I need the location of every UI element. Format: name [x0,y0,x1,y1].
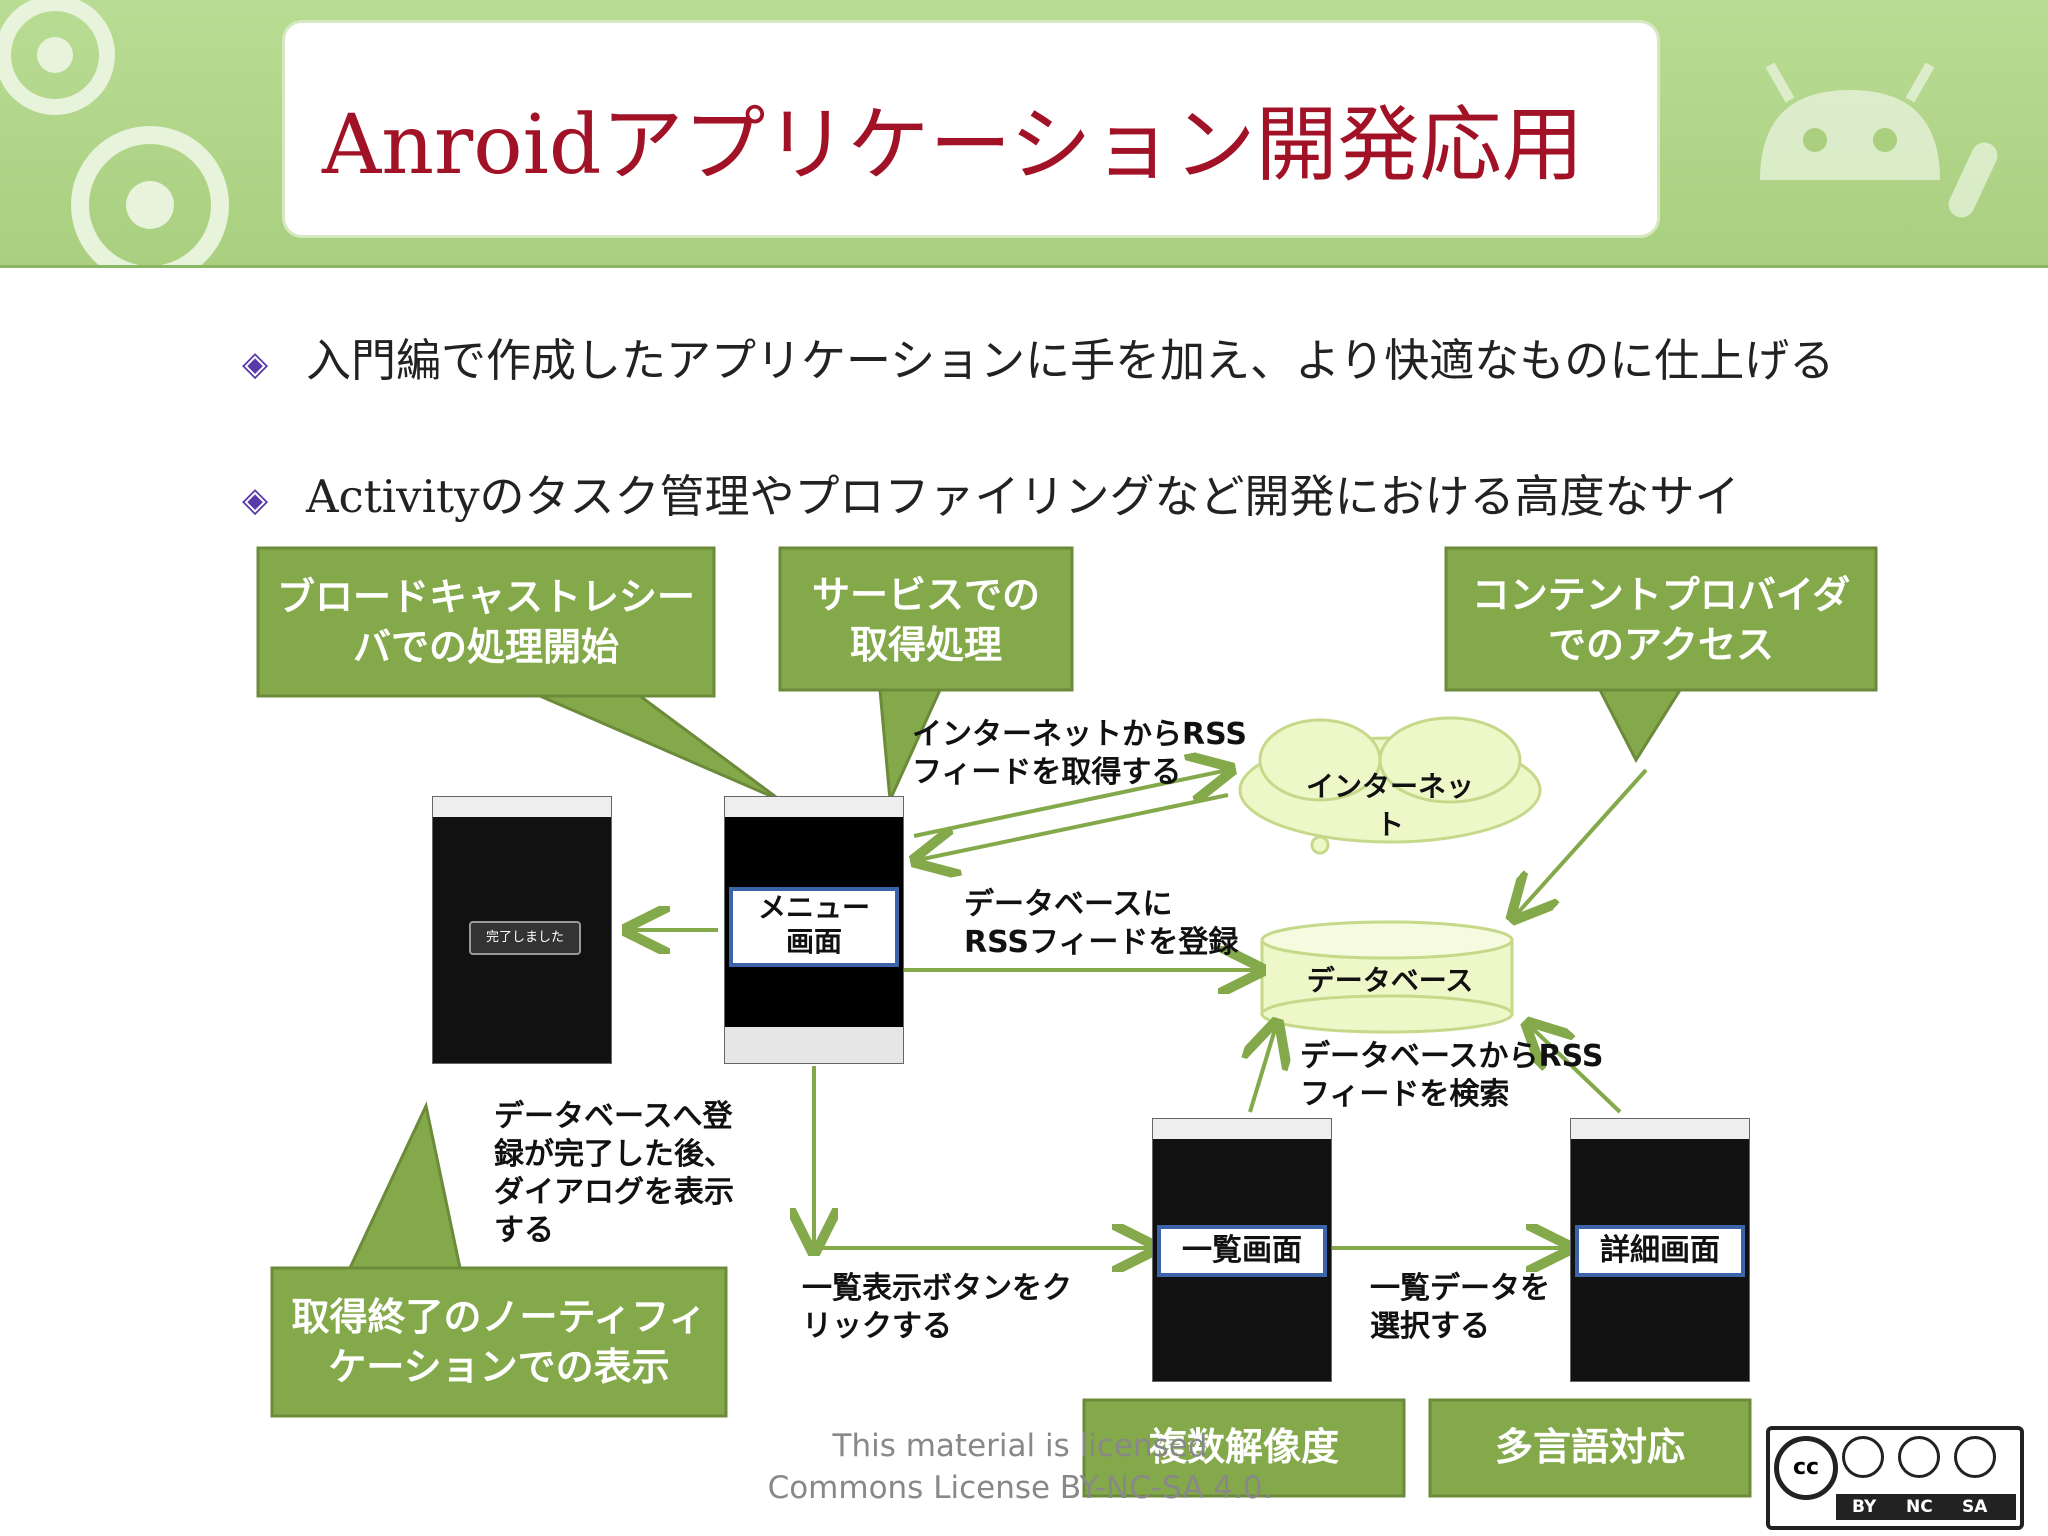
noncommercial-icon [1898,1436,1940,1478]
status-bar [1153,1119,1331,1139]
callout-service: サービスでの取得処理 [811,573,1040,667]
bullet-text: 入門編で作成したアプリケーションに手を加え、より快適なものに仕上げる [306,334,1835,387]
dialog-box: 完了しました [469,921,581,955]
database-cylinder-icon [1260,920,1514,1034]
list-phone-screen: 一覧画面 [1152,1118,1332,1382]
sharealike-icon [1954,1436,1996,1478]
callout-multi-language: 多言語対応 [1494,1425,1685,1469]
bullet-diamond-icon: ◈ [242,480,269,520]
bullet-diamond-icon: ◈ [242,344,269,384]
bullet-text: Activityのタスク管理やプロファイリングなど開発における高度なサイ [306,470,1740,523]
status-bar [433,797,611,817]
title-box [282,20,1660,238]
select-list-note: 一覧データを選択する [1370,1271,1550,1344]
android-mascot-icon [1760,62,1998,218]
cc-logo-icon: cc [1774,1436,1838,1500]
callout-notification: 取得終了のノーティフィケーションでの表示 [291,1295,707,1389]
callout-notification-box [270,1266,728,1418]
dialog-note: データベースへ登録が完了した後、 ダイアログを表示する [494,1099,734,1248]
internet-cloud-icon [1238,716,1542,855]
menu-screen-label: メニュー画面 [729,887,899,967]
callout-provider: コンテントプロバイダでのアクセス [1471,573,1851,667]
cc-license-badge: cc BY NC SA [1766,1426,2024,1530]
detail-screen-label: 詳細画面 [1575,1225,1745,1277]
callout-provider-box [1444,546,1878,692]
database-label: データベース [1306,964,1474,997]
status-bar [725,797,903,817]
callout-multi-resolution: 複数解像度 [1148,1425,1339,1469]
detail-phone-screen: 詳細画面 [1570,1118,1750,1382]
dialog-phone-screen: 完了しました [432,796,612,1064]
callout-broadcast-box [256,546,716,698]
cc-terms: BY NC SA [1836,1494,2016,1520]
click-list-note: 一覧表示ボタンをクリックする [802,1271,1072,1344]
gear-decoration-icon [0,0,229,265]
phone-bottom-bar [725,1027,903,1063]
status-bar [1571,1119,1749,1139]
list-screen-label: 一覧画面 [1157,1225,1327,1277]
internet-label: インターネット [1305,770,1474,841]
callout-broadcast: ブロードキャストレシーバでの処理開始 [276,575,695,669]
page-title: Anroidアプリケーション開発応用 [322,98,1584,193]
menu-phone-screen: メニュー画面 [724,796,904,1064]
attribution-icon [1842,1436,1884,1478]
